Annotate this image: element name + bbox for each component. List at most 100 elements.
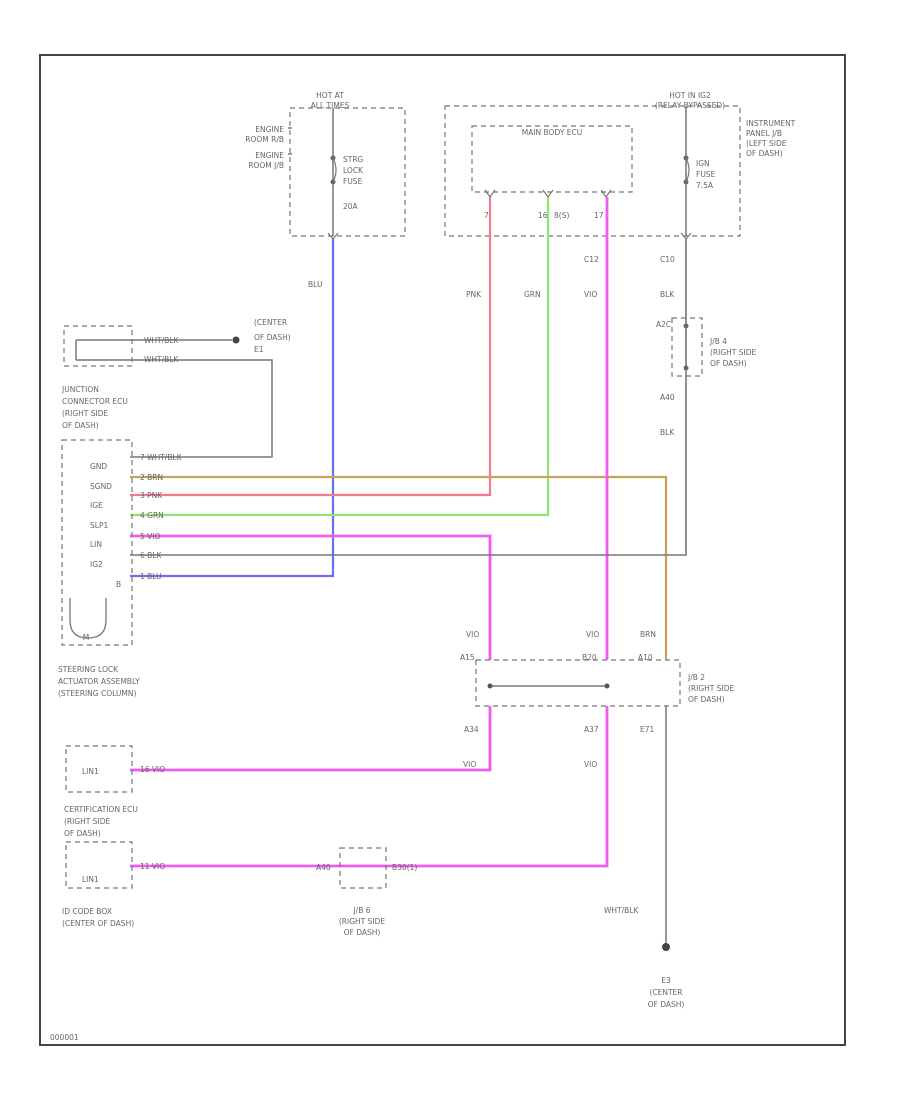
steering-lock-actuator: GND SGND IGE SLP1 LIN IG2 B 7 WHT/BLK 2 … [58, 439, 183, 698]
jb2-pin-b20: B20 [582, 653, 597, 662]
jb4: J/B 4 (RIGHT SIDE OF DASH) [671, 317, 757, 377]
jb2: A15 B20 A10 J/B 2 (RIGHT SIDE OF DASH) [460, 653, 735, 707]
wire-blu [130, 239, 335, 578]
jb2-box [475, 659, 681, 707]
fuse-right-loc-3: (LEFT SIDE [746, 139, 787, 148]
fuse-left-header-1: HOT AT [316, 91, 344, 100]
ground-e1-label-2: OF DASH) [254, 333, 291, 342]
id-code-name-1: ID CODE BOX [62, 907, 112, 916]
ground-e3-label-3: OF DASH) [648, 1000, 685, 1009]
steering-box [61, 439, 133, 646]
steering-wire-vio: 5 VIO [140, 532, 160, 541]
label-c10: C10 [660, 255, 675, 264]
ground-e3-dot [662, 943, 670, 951]
fuse-right-label-3: 7.5A [696, 181, 714, 190]
steering-name-1: STEERING LOCK [58, 665, 119, 674]
ecu-pin-8s: 8(S) [554, 211, 569, 220]
wire-grn [130, 197, 550, 517]
label-vio: VIO [584, 290, 597, 299]
ecu-pin-7: 7 [484, 211, 489, 220]
id-code-pin: LIN1 [82, 875, 99, 884]
ground-e1-label-1: (CENTER [254, 318, 287, 327]
fuse-right-loc-4: OF DASH) [746, 149, 783, 158]
label-whtblk: WHT/BLK [604, 906, 639, 915]
fuse-left-loc-1: ENGINE [255, 125, 284, 134]
id-code-box-rect [65, 841, 133, 889]
ecu-pin-16-symbol [542, 189, 554, 199]
label-vio-c: VIO [463, 760, 476, 769]
wire-vio-idcode [130, 706, 609, 868]
steering-pin-sgnd: SGND [90, 482, 112, 491]
ground-e3-label-1: E3 [661, 976, 671, 985]
jb4-label-1: J/B 4 [709, 337, 727, 346]
jb6: A40 B30(1) J/B 6 (RIGHT SIDE OF DASH) [316, 847, 417, 937]
steering-wire-blk: 6 BLK [140, 551, 162, 560]
ecu-pin-7-symbol [484, 189, 496, 199]
label-vio-b: VIO [586, 630, 599, 639]
label-pnk: PNK [466, 290, 482, 299]
wires [130, 197, 687, 945]
ecu-pin-16: 16 [538, 211, 548, 220]
fuse-right-label-1: IGN [696, 159, 710, 168]
label-e71: E71 [640, 725, 655, 734]
fuse-left-label-2: LOCK [343, 166, 364, 175]
junction-name-3: (RIGHT SIDE [62, 409, 109, 418]
fuse-left-header-2: ALL TIMES [311, 101, 350, 110]
ecu-pin-17-symbol [600, 189, 612, 199]
ground-e1-dot [232, 336, 240, 344]
junction-wire-2: WHT/BLK [144, 355, 179, 364]
label-blk-2: BLK [660, 428, 675, 437]
ground-e3-label-2: (CENTER [649, 988, 682, 997]
jb4-label-3: OF DASH) [710, 359, 747, 368]
jb2-node-2 [604, 683, 610, 689]
steering-wire-blu: 1 BLU [140, 572, 162, 581]
steering-pin-b: B [116, 580, 121, 589]
fuse-right-header-1: HOT IN IG2 [669, 91, 711, 100]
motor-label: M [83, 633, 89, 642]
label-vio-d: VIO [584, 760, 597, 769]
jb2-node-1 [487, 683, 493, 689]
jb2-label-1: J/B 2 [687, 673, 705, 682]
fuse-right-symbol [685, 157, 690, 183]
cert-ecu-name-2: (RIGHT SIDE [64, 817, 111, 826]
cert-ecu-name-3: OF DASH) [64, 829, 101, 838]
wire-whtblk-junction [130, 359, 273, 458]
fuse-left-box [289, 107, 406, 237]
wire-vio-cert [130, 706, 492, 772]
jb4-node-bottom [683, 365, 689, 371]
label-vio-a: VIO [466, 630, 479, 639]
id-code-box: LIN1 11 VIO ID CODE BOX (CENTER OF DASH) [62, 841, 165, 928]
junction-name-1: JUNCTION [61, 385, 99, 394]
junction-wire-1: WHT/BLK [144, 336, 179, 345]
steering-wire-pnk: 3 PNK [140, 491, 163, 500]
fuse-left-label-4: 20A [343, 202, 359, 211]
ground-e3: E3 (CENTER OF DASH) [648, 943, 685, 1009]
fuse-left-loc-3: ENGINE [255, 151, 284, 160]
jb6-label-3: OF DASH) [344, 928, 381, 937]
steering-name-3: (STEERING COLUMN) [58, 689, 136, 698]
jb2-label-2: (RIGHT SIDE [688, 684, 735, 693]
fuse-left-label-1: STRG [343, 155, 364, 164]
fuse-right-loc-2: PANEL J/B [746, 129, 782, 138]
steering-wire-brn: 2 BRN [140, 473, 163, 482]
fuse-box-left: HOT AT ALL TIMES ENGINE ROOM R/B ENGINE … [245, 91, 406, 240]
label-blk: BLK [660, 290, 675, 299]
steering-pin-lin: LIN [90, 540, 102, 549]
label-a34: A34 [464, 725, 479, 734]
fuse-left-symbol [332, 157, 337, 183]
fuse-right-loc-1: INSTRUMENT [746, 119, 796, 128]
wire-brn [130, 475, 668, 660]
jb6-box [339, 847, 387, 889]
jb4-node-top [683, 323, 689, 329]
corner-tag: 000001 [50, 1033, 79, 1042]
label-grn: GRN [524, 290, 541, 299]
cert-ecu-pin: LIN1 [82, 767, 99, 776]
steering-pin-ige: IGE [90, 501, 103, 510]
jb6-label-2: (RIGHT SIDE [339, 917, 386, 926]
jb4-label-2: (RIGHT SIDE [710, 348, 757, 357]
jb2-pin-a15: A15 [460, 653, 475, 662]
junction-name-2: CONNECTOR ECU [62, 397, 128, 406]
steering-pin-gnd: GND [90, 462, 107, 471]
cert-ecu-name-1: CERTIFICATION ECU [64, 805, 138, 814]
